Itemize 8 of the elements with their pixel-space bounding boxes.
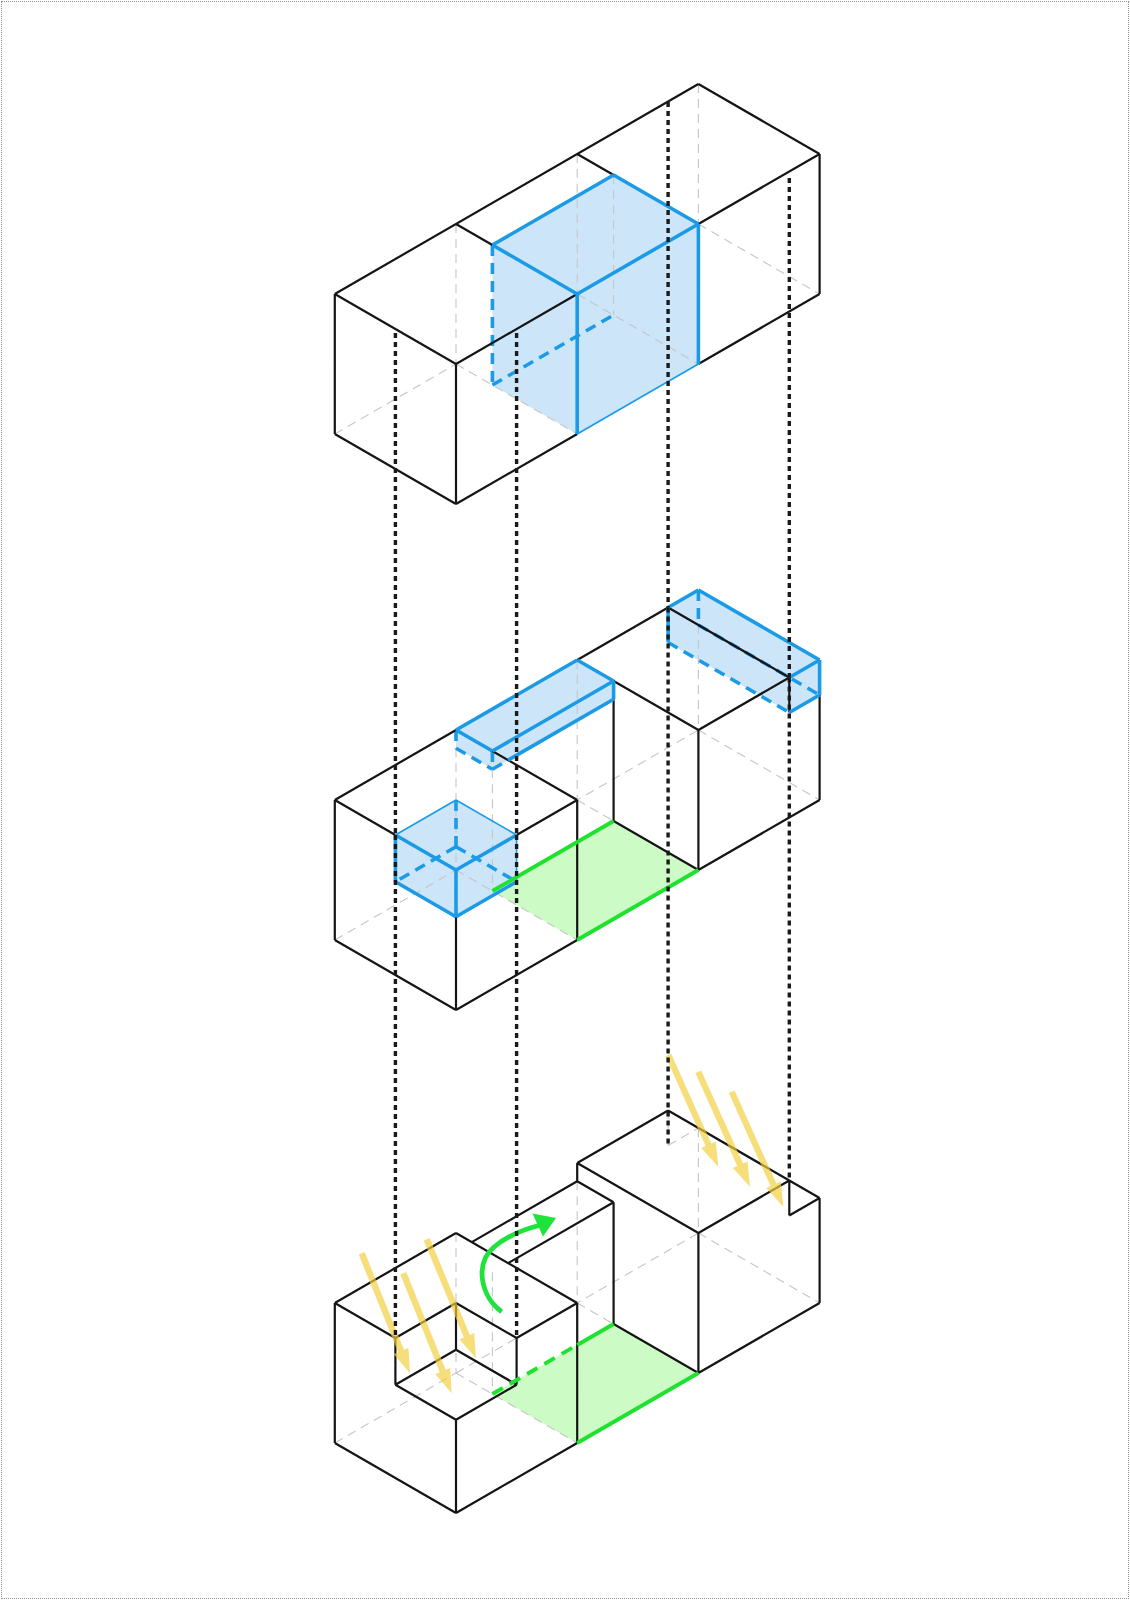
alignment-line bbox=[393, 333, 398, 835]
alignment-line bbox=[666, 102, 670, 608]
massing-model bbox=[333, 82, 821, 506]
alignment-line bbox=[787, 677, 791, 1178]
alignment-line bbox=[514, 333, 519, 835]
massing-model bbox=[333, 588, 822, 1012]
alignment-line bbox=[787, 178, 791, 678]
alignment-line bbox=[666, 607, 670, 1144]
